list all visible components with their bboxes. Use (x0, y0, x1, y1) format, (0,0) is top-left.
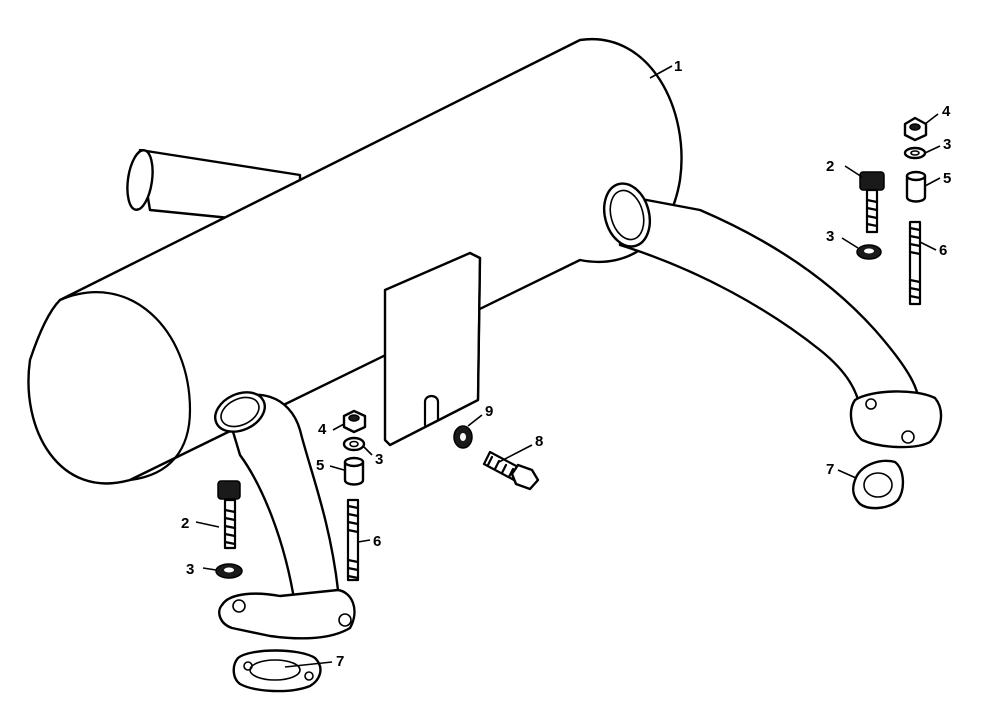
callout-5-center: 5 (316, 457, 324, 474)
callout-2-left: 2 (181, 515, 189, 532)
callout-3-right-top: 3 (943, 136, 951, 153)
right-washer-low (856, 244, 882, 260)
hex-bolt (482, 450, 540, 491)
callout-3-left: 3 (186, 561, 194, 578)
right-inlet-pipe (602, 182, 943, 449)
callout-3-right-low: 3 (826, 228, 834, 245)
center-spacer (343, 456, 365, 486)
right-gasket (851, 459, 905, 510)
callout-6-right: 6 (939, 242, 947, 259)
callout-7-right: 7 (826, 461, 834, 478)
mounting-bracket (383, 251, 482, 447)
callout-1: 1 (674, 58, 682, 75)
callout-labels: 1 2 3 4 3 5 6 7 8 9 4 3 5 2 3 6 7 (181, 58, 951, 670)
left-inlet-pipe (214, 391, 356, 640)
callout-6-center: 6 (373, 533, 381, 550)
center-washer (342, 436, 366, 452)
callout-7-left: 7 (336, 653, 344, 670)
left-washer (215, 563, 243, 579)
callout-8: 8 (535, 433, 543, 450)
right-spacer (905, 170, 927, 203)
center-stud (346, 498, 360, 582)
callout-3-center: 3 (375, 451, 383, 468)
callout-4-center: 4 (318, 421, 327, 438)
callout-5-right: 5 (943, 170, 951, 187)
center-nut (342, 409, 367, 434)
right-stud (908, 220, 922, 306)
callout-2-right: 2 (826, 158, 834, 175)
leader-lines (195, 65, 941, 668)
bracket-washer (453, 425, 473, 449)
right-nut (903, 116, 928, 142)
left-cap-screw (217, 480, 241, 550)
callout-9: 9 (485, 403, 493, 420)
left-gasket (232, 649, 322, 693)
right-washer-top (903, 146, 927, 160)
callout-4-right: 4 (942, 103, 951, 120)
right-cap-screw (859, 171, 885, 234)
muffler (27, 37, 683, 485)
